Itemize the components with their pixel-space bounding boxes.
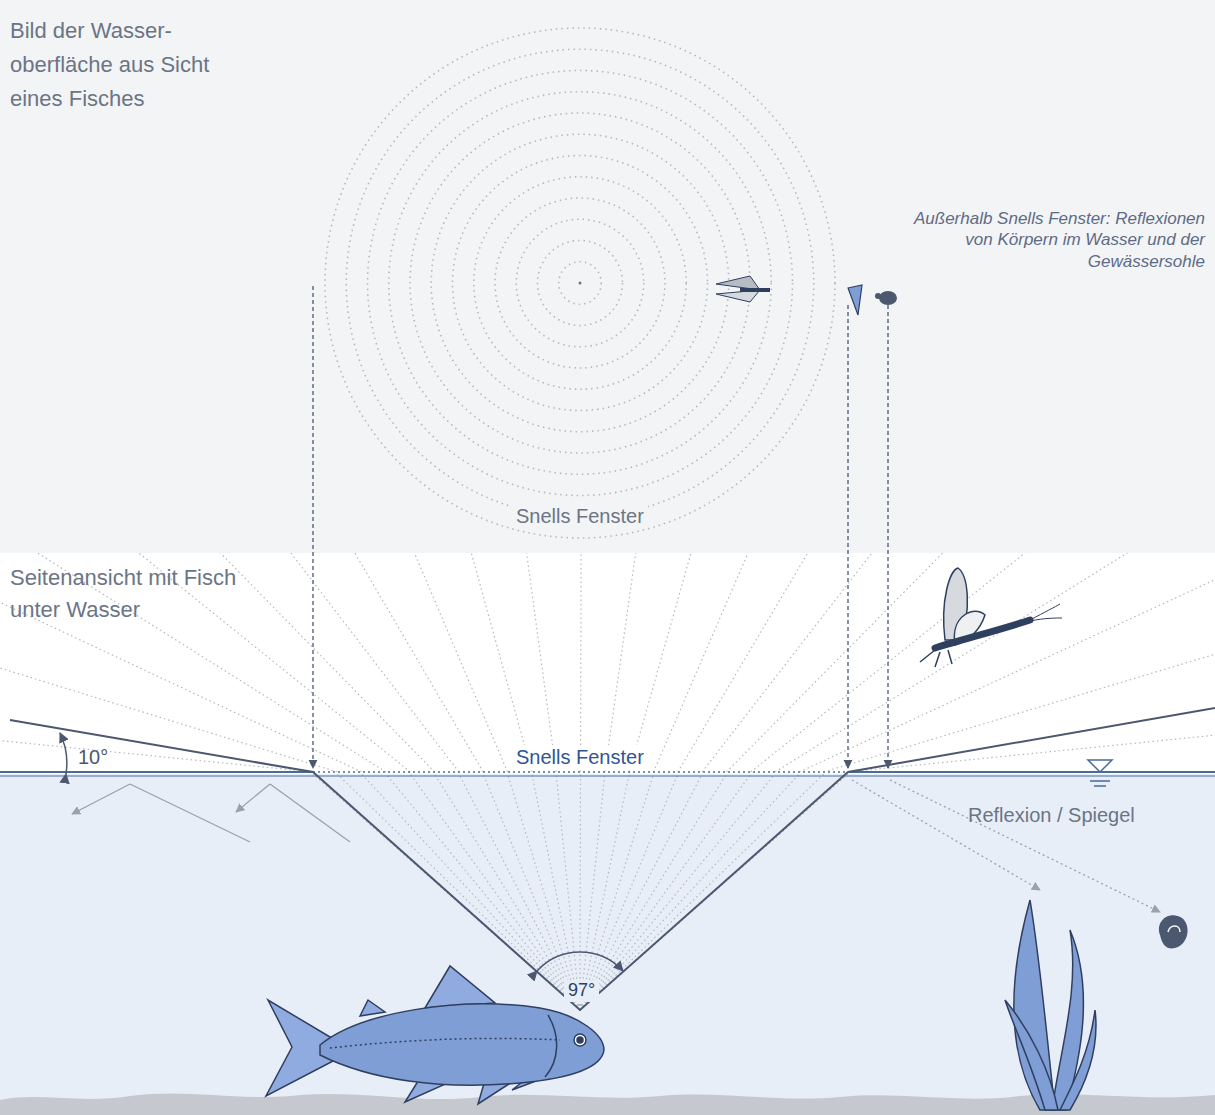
reflection-rays: [72, 780, 1160, 912]
water: [0, 774, 1215, 1115]
window-label: Snells Fenster: [512, 745, 648, 769]
mayfly: [920, 568, 1062, 667]
light-ray: [751, 553, 1051, 772]
light-ray: [275, 553, 459, 772]
window-label: Snells Fenster: [512, 504, 648, 528]
light-ray: [580, 774, 799, 1010]
water-surface: [0, 776, 1215, 777]
light-ray: [4, 553, 386, 772]
snell-circles: [325, 28, 835, 538]
snell-circle: [453, 156, 708, 411]
light-ray: [629, 553, 697, 772]
snail: [1159, 915, 1188, 948]
light-ray: [524, 553, 556, 772]
snell-window-line: [313, 771, 848, 773]
light-ray: [0, 553, 362, 772]
snell-circle: [431, 134, 729, 432]
light-ray: [580, 774, 653, 1010]
light-ray: [362, 774, 580, 1010]
light-ray: [580, 774, 751, 1010]
light-ray: [459, 774, 580, 1010]
light-ray: [605, 553, 639, 772]
snell-circle: [368, 71, 793, 496]
light-ray: [343, 553, 484, 772]
snell-circle: [389, 92, 772, 475]
snell-circle: [559, 262, 602, 305]
fish: [266, 966, 604, 1104]
snell-circle: [516, 219, 644, 347]
light-ray: [824, 553, 1215, 772]
light-ray: [580, 774, 824, 1010]
light-ray: [337, 774, 580, 1010]
light-ray: [580, 774, 775, 1010]
light-ray: [508, 774, 580, 1010]
water-rays: [313, 774, 848, 1010]
light-ray: [483, 774, 580, 1010]
light-ray: [580, 774, 605, 1010]
light-ray: [799, 553, 1215, 772]
snell-circle: [474, 177, 687, 390]
light-ray: [678, 553, 820, 772]
water-plant: [1005, 900, 1096, 1110]
light-ray: [406, 553, 508, 772]
snell-circle: [410, 113, 750, 453]
light-ray: [580, 774, 678, 1010]
light-ray: [775, 553, 1161, 772]
light-ray: [580, 774, 702, 1010]
angle-label: 10°: [78, 742, 108, 773]
snell-circle: [325, 28, 835, 538]
water-surface: [0, 771, 313, 773]
water-surface: [848, 771, 1215, 773]
plant-reflection: [848, 285, 862, 315]
light-ray: [579, 774, 581, 1010]
light-ray: [410, 774, 580, 1010]
note-text: Außerhalb Snells Fenster: Reflexionen vo…: [905, 208, 1205, 272]
angle-arc: [537, 952, 623, 971]
light-ray: [0, 553, 337, 772]
angle-arc: [60, 733, 67, 774]
top-panel: [0, 0, 1215, 553]
snail-reflection: [875, 291, 897, 305]
center-dot: [579, 282, 582, 285]
light-ray: [580, 774, 629, 1010]
light-ray: [702, 553, 888, 772]
snell-circle: [495, 198, 665, 368]
light-ray: [726, 553, 963, 772]
light-ray: [0, 553, 313, 772]
light-ray: [580, 553, 582, 772]
snell-circle: [538, 241, 623, 326]
panel-title: Seitenansicht mit Fisch unter Wasser: [10, 562, 280, 626]
light-ray: [386, 774, 580, 1010]
light-ray: [580, 774, 726, 1010]
light-ray: [653, 553, 757, 772]
projection-arrows: [313, 286, 888, 768]
light-ray: [466, 553, 532, 772]
mayfly-image: [716, 276, 770, 302]
snell-circle: [346, 49, 814, 517]
angle-label: 97°: [564, 980, 599, 1002]
water-level-symbol: [1088, 760, 1112, 786]
light-ray: [556, 774, 580, 1010]
panel-title: Bild der Wasser- oberfläche aus Sicht ei…: [10, 14, 215, 116]
surface-label: Reflexion / Spiegel: [968, 800, 1135, 831]
